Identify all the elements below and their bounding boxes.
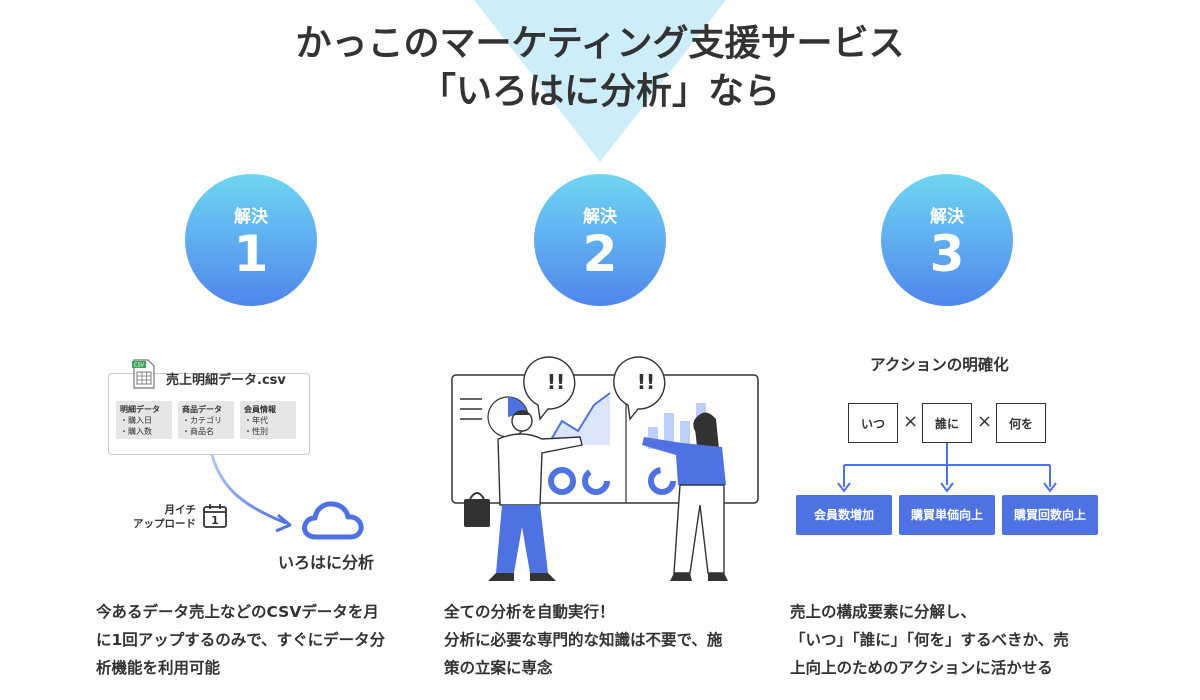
times-symbol: × — [903, 411, 919, 432]
upload-arrow — [208, 446, 292, 533]
action-clarification-illustration: アクションの明確化 いつ × 誰に × 何を 会員数増加 購買単価向上 購買回数… — [780, 335, 1140, 585]
question-box-when: いつ — [848, 403, 898, 443]
description-line: 全ての分析を自動実行！ — [444, 603, 615, 621]
csv-card-title: 会員情報 — [244, 405, 276, 414]
csv-card-title: 商品データ — [182, 405, 222, 414]
solution-badge-label: 解決 — [583, 207, 617, 227]
description-line: 今あるデータ売上などのCSVデータを月 — [96, 603, 379, 621]
title-line-2: 「いろはに分析」なら — [419, 71, 780, 112]
description-3: 売上の構成要素に分解し、 「いつ」「誰に」「何を」するべきか、売 上向上のための… — [790, 598, 1110, 682]
solution-badge-1: 解決 1 — [185, 174, 317, 306]
csv-card-item: ・年代 — [244, 416, 268, 425]
csv-card-product: 商品データ ・カテゴリ ・商品名 — [178, 401, 234, 439]
cloud-service-label: いろはに分析 — [278, 553, 375, 572]
description-line: 分析に必要な専門的な知識は不要で、施 — [444, 631, 723, 649]
description-1: 今あるデータ売上などのCSVデータを月 に1回アップするのみで、すぐにデータ分 … — [96, 598, 416, 682]
csv-card-detail: 明細データ ・購入日 ・購入数 — [116, 401, 172, 439]
description-line: 「いつ」「誰に」「何を」するべきか、売 — [790, 631, 1069, 649]
action-title: アクションの明確化 — [870, 356, 1009, 374]
csv-card-member: 会員情報 ・年代 ・性別 — [240, 401, 296, 439]
solution-badge-number: 2 — [582, 225, 618, 283]
solution-badge-label: 解決 — [234, 207, 268, 227]
solution-badge-number: 3 — [929, 225, 965, 283]
question-box-who: 誰に — [922, 403, 972, 443]
description-line: 析機能を利用可能 — [96, 659, 221, 677]
csv-file-icon: CSV — [132, 359, 155, 389]
description-line: 売上の構成要素に分解し、 — [790, 603, 977, 621]
background-triangle — [474, 0, 726, 162]
times-symbol: × — [977, 411, 993, 432]
csv-card-item: ・購入日 — [120, 416, 152, 425]
auto-analysis-illustration: !! !! — [430, 335, 790, 585]
solution-badge-number: 1 — [233, 225, 269, 283]
upload-line-1: 月イチ — [164, 504, 197, 516]
csv-card-item: ・カテゴリ — [182, 416, 222, 425]
upload-line-2: アップロード — [133, 518, 196, 530]
csv-icon-text: CSV — [134, 363, 145, 369]
solution-badge-2: 解決 2 — [534, 174, 666, 306]
csv-upload-illustration: CSV 売上明細データ.csv 明細データ ・購入日 ・購入数 商品データ ・カ… — [90, 335, 450, 585]
bubble-text-right: !! — [637, 370, 655, 394]
description-line: 策の立案に専念 — [444, 659, 553, 677]
calendar-icon: 1 — [203, 504, 227, 528]
description-line: に1回アップするのみで、すぐにデータ分 — [96, 631, 386, 649]
description-line: 上向上のためのアクションに活かせる — [790, 659, 1053, 677]
branch-arrows — [837, 443, 1057, 493]
csv-card-item: ・商品名 — [182, 427, 214, 436]
analysis-scene: !! !! — [451, 356, 759, 581]
csv-card-title: 明細データ — [120, 405, 160, 414]
monthly-upload-label: 月イチ アップロード — [118, 503, 196, 531]
title-line-1: かっこのマーケティング支援サービス — [295, 23, 905, 64]
csv-card-item: ・性別 — [244, 427, 268, 436]
cloud-icon — [301, 501, 364, 540]
bubble-text-left: !! — [547, 370, 565, 394]
result-unit-price-up: 購買単価向上 — [899, 495, 995, 535]
result-frequency-up: 購買回数向上 — [1002, 495, 1098, 535]
csv-card-item: ・購入数 — [120, 427, 152, 436]
result-member-increase: 会員数増加 — [796, 495, 892, 535]
calendar-day: 1 — [211, 514, 219, 527]
question-box-what: 何を — [996, 403, 1046, 443]
description-2: 全ての分析を自動実行！ 分析に必要な専門的な知識は不要で、施 策の立案に専念 — [444, 598, 764, 682]
solution-badge-3: 解決 3 — [881, 174, 1013, 306]
solution-badge-label: 解決 — [930, 207, 964, 227]
csv-filename: 売上明細データ.csv — [166, 373, 286, 388]
page-title: かっこのマーケティング支援サービス 「いろはに分析」なら — [0, 20, 1200, 116]
